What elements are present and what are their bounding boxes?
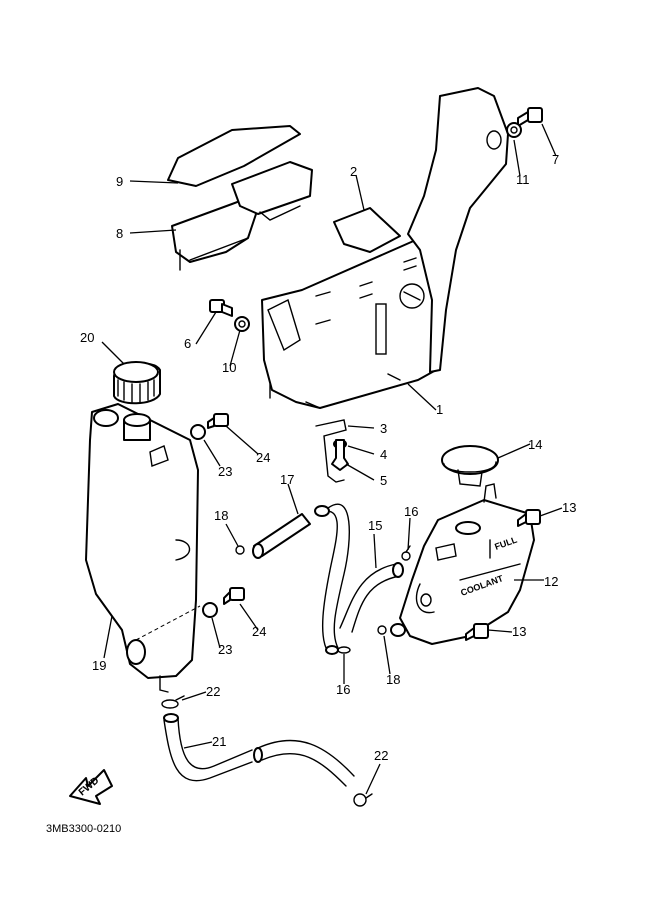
part-20-radiator-cap — [113, 361, 161, 405]
callout-13-lower: 13 — [512, 624, 526, 639]
callout-24-upper: 24 — [256, 450, 270, 465]
callout-2: 2 — [350, 164, 357, 179]
callout-23-lower: 23 — [218, 642, 232, 657]
callout-22-upper: 22 — [206, 684, 220, 699]
callout-4: 4 — [380, 447, 387, 462]
callout-20: 20 — [80, 330, 94, 345]
callout-17: 17 — [280, 472, 294, 487]
part-2-plate — [333, 207, 401, 253]
callout-labels: 9 8 2 6 10 7 11 1 3 4 5 20 24 23 17 18 1… — [80, 152, 576, 763]
part-13-bolt-lower — [465, 623, 489, 641]
part-3-clip — [315, 419, 347, 483]
part-23-bushing-lower — [202, 602, 218, 618]
callout-7: 7 — [552, 152, 559, 167]
part-17-pipe — [252, 513, 311, 559]
callout-5: 5 — [380, 473, 387, 488]
part-21-hose — [163, 713, 355, 787]
callout-19: 19 — [92, 658, 106, 673]
part-6-bolt — [209, 299, 233, 317]
callout-11: 11 — [516, 172, 530, 187]
part-9-pad — [167, 125, 301, 187]
leader-lines — [101, 123, 563, 795]
callout-12: 12 — [544, 574, 558, 589]
part-18-clamp-right — [377, 625, 387, 635]
part-12-coolant-tank — [399, 483, 535, 645]
part-23-bushing-upper — [190, 424, 206, 440]
diagram-reference-code: 3MB3300-0210 — [46, 823, 121, 835]
callout-22-lower: 22 — [374, 748, 388, 763]
main-hose — [314, 503, 350, 655]
callout-13-upper: 13 — [562, 500, 576, 515]
callout-24-lower: 24 — [252, 624, 266, 639]
callout-1: 1 — [436, 402, 443, 417]
part-22-clamp-lower — [353, 793, 373, 807]
part-11-nut — [506, 122, 522, 138]
part-22-clamp-upper — [161, 695, 185, 709]
part-1-panel — [261, 87, 509, 409]
callout-16-lower: 16 — [336, 682, 350, 697]
part-10-nut — [234, 316, 250, 332]
part-18-clamp-left — [235, 545, 245, 555]
callout-18-right: 18 — [386, 672, 400, 687]
part-13-bolt-upper — [517, 509, 541, 527]
part-16-clamp-upper — [401, 545, 411, 561]
part-19-radiator — [85, 403, 201, 693]
callout-21: 21 — [212, 734, 226, 749]
callout-14: 14 — [528, 437, 542, 452]
callout-9: 9 — [116, 174, 123, 189]
fwd-arrow-icon: FWD — [69, 769, 113, 805]
part-16-clamp-lower — [337, 646, 351, 654]
part-15-hose — [339, 562, 404, 633]
tank-outlet-fitting — [390, 623, 406, 637]
callout-8: 8 — [116, 226, 123, 241]
part-8-cover — [171, 161, 313, 271]
callout-3: 3 — [380, 421, 387, 436]
part-24-bolt-upper — [207, 413, 229, 429]
part-5-bolt — [331, 439, 349, 471]
part-24-bolt-lower — [223, 587, 245, 605]
callout-23-upper: 23 — [218, 464, 232, 479]
part-7-bolt — [517, 107, 543, 127]
callout-16-upper: 16 — [404, 504, 418, 519]
callout-18-left: 18 — [214, 508, 228, 523]
callout-6: 6 — [184, 336, 191, 351]
callout-10: 10 — [222, 360, 236, 375]
callout-15: 15 — [368, 518, 382, 533]
part-14-tank-cap — [441, 445, 499, 487]
